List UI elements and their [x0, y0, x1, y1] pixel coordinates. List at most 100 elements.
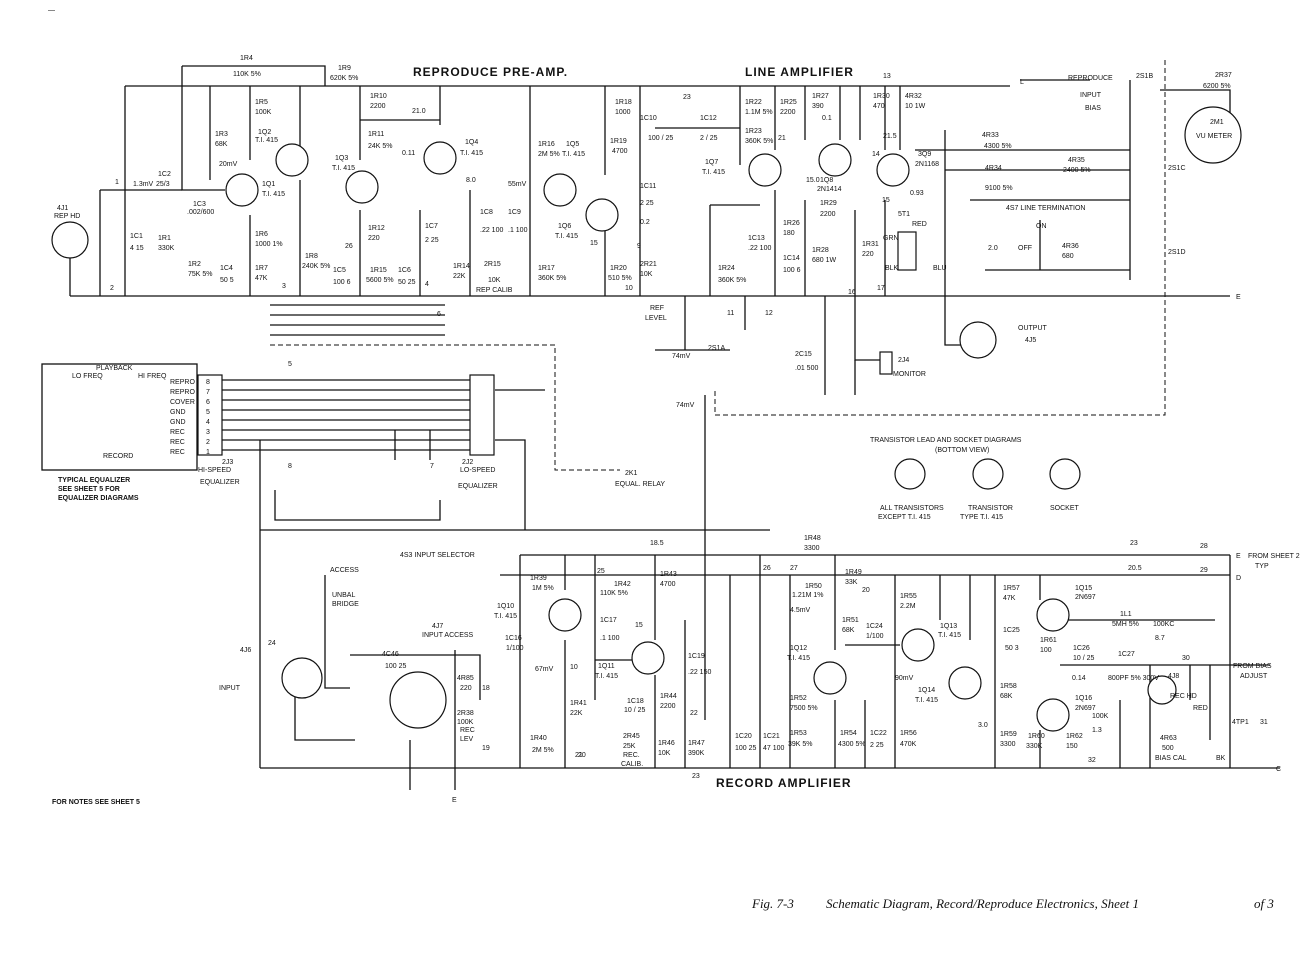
voltage-reading: 0.2	[640, 219, 650, 226]
c4-ref: 1C4	[220, 265, 233, 272]
transistor-1q12	[813, 661, 847, 695]
voltage-reading: 74mV	[672, 353, 691, 360]
transistor-type-label: TRANSISTOR	[968, 505, 1013, 512]
r41-ref: 1R41	[570, 700, 587, 707]
q14-type: T.I. 415	[915, 697, 938, 704]
r50-ref: 1R50	[805, 583, 822, 590]
typical-eq-note-2: SEE SHEET 5 FOR	[58, 486, 120, 493]
node-number: 10	[625, 285, 633, 292]
transistor-1q7	[748, 153, 782, 187]
c14-val: 100 6	[783, 267, 801, 274]
t1-ref: 5T1	[898, 211, 910, 218]
transistor-1q15	[1036, 598, 1070, 632]
c46-ref: 4C46	[382, 651, 399, 658]
c26-val: 10 / 25	[1073, 655, 1095, 662]
c10-val: 100 / 25	[648, 135, 673, 142]
r40-val: 2M 5%	[532, 747, 554, 754]
node-number: 26	[763, 565, 771, 572]
switch-meter-labels: 2S1B REPRODUCE INPUT BIAS 2S1C 2S1D 2S1A…	[708, 72, 1232, 352]
node-number: 11	[727, 310, 734, 317]
component-labels: 1R4 110K 5% 1R9 620K 5% 1R5 100K 1R3 68K…	[130, 55, 1187, 768]
r15-val: 5600 5%	[366, 277, 394, 284]
r48-ref: 1R48	[804, 535, 821, 542]
r3-ref: 1R3	[215, 131, 228, 138]
wire-grn: GRN	[883, 235, 899, 242]
c18-ref: 1C18	[627, 698, 644, 705]
section-titles: REPRODUCE PRE-AMP. LINE AMPLIFIER RECORD…	[413, 65, 853, 790]
r11-val: 24K 5%	[368, 143, 393, 150]
q10-type: T.I. 415	[494, 613, 517, 620]
q5-type: T.I. 415	[562, 151, 585, 158]
bus-letter: E	[1236, 294, 1241, 301]
c12-ref: 1C12	[700, 115, 717, 122]
s1d-ref: 2S1D	[1168, 249, 1186, 256]
r16-val: 2M 5%	[538, 151, 560, 158]
record-amp-title: RECORD AMPLIFIER	[716, 776, 852, 790]
equalizer-terminal-block-right	[469, 374, 495, 456]
r43-val: 4700	[660, 581, 676, 588]
node-number: 4	[425, 281, 429, 288]
pin-8-label: REC	[170, 449, 185, 456]
r8-val: 240K 5%	[302, 263, 330, 270]
rec-hd-ref: 4J8	[1168, 673, 1179, 680]
voltage-reading: 0.14	[1072, 675, 1086, 682]
node-number: 15	[882, 197, 890, 204]
hi-speed-label-2: EQUALIZER	[200, 479, 240, 486]
rec-calib-label-2: CALIB.	[621, 761, 643, 768]
input-connector-symbol	[281, 657, 323, 699]
r20-ref: 1R20	[610, 265, 627, 272]
pin-number-4: 5	[206, 409, 210, 416]
r63-val: 500	[1162, 745, 1174, 752]
r6-ref: 1R6	[255, 231, 268, 238]
hi-freq-label: HI FREQ	[138, 373, 167, 380]
q15-ref: 1Q15	[1075, 585, 1092, 592]
l1-val: 5MH 5%	[1112, 621, 1139, 628]
r59-ref: 1R59	[1000, 731, 1017, 738]
preamp-title: REPRODUCE PRE-AMP.	[413, 65, 568, 79]
transistor-1q2	[275, 143, 309, 177]
node-number: 21	[575, 752, 583, 759]
record-label: RECORD	[103, 453, 133, 460]
transistor-1q3	[345, 170, 379, 204]
r51-ref: 1R51	[842, 617, 859, 624]
c5-ref: 1C5	[333, 267, 346, 274]
circled-reading: 15	[635, 622, 643, 629]
node-number: 12	[765, 310, 773, 317]
c3-val: .002/600	[187, 209, 214, 216]
transistor-1q13	[901, 628, 935, 662]
node-number: 32	[1088, 757, 1096, 764]
c14-ref: 1C14	[783, 255, 800, 262]
node-number: 24	[268, 640, 276, 647]
node-number: 28	[1200, 543, 1208, 550]
r15p-ref: 2R15	[484, 261, 501, 268]
voltage-reading: 4.5mV	[790, 607, 811, 614]
r60-val: 330K	[1026, 743, 1043, 750]
r58-val: 68K	[1000, 693, 1013, 700]
voltage-reading: 20mV	[219, 161, 238, 168]
pin-number-7: 2	[206, 439, 210, 446]
q10-ref: 1Q10	[497, 603, 514, 610]
node-number: 18	[482, 685, 490, 692]
output-connector-symbol	[959, 321, 997, 359]
voltage-reading: 90mV	[895, 675, 914, 682]
circled-reading: 23	[683, 94, 691, 101]
adjust-label: ADJUST	[1240, 673, 1268, 680]
r5-ref: 1R5	[255, 99, 268, 106]
r14-val: 22K	[453, 273, 466, 280]
r58-ref: 1R58	[1000, 683, 1017, 690]
equalizer-terminal-block-left	[197, 374, 223, 456]
hi-speed-label: HI-SPEED	[198, 467, 231, 474]
pin-number-5: 4	[206, 419, 210, 426]
r60-ref: 1R60	[1028, 733, 1045, 740]
q16-ref: 1Q16	[1075, 695, 1092, 702]
r5-val: 100K	[255, 109, 272, 116]
c13-ref: 1C13	[748, 235, 765, 242]
q16-type: 2N697	[1075, 705, 1096, 712]
pin-5-label: GND	[170, 419, 186, 426]
r100k-label: 100K	[1092, 713, 1109, 720]
typical-eq-note-3: EQUALIZER DIAGRAMS	[58, 495, 139, 502]
c2-ref: 1C2	[158, 171, 171, 178]
bus-letter: L	[1020, 79, 1024, 86]
pin-2-label: REPRO	[170, 389, 195, 396]
